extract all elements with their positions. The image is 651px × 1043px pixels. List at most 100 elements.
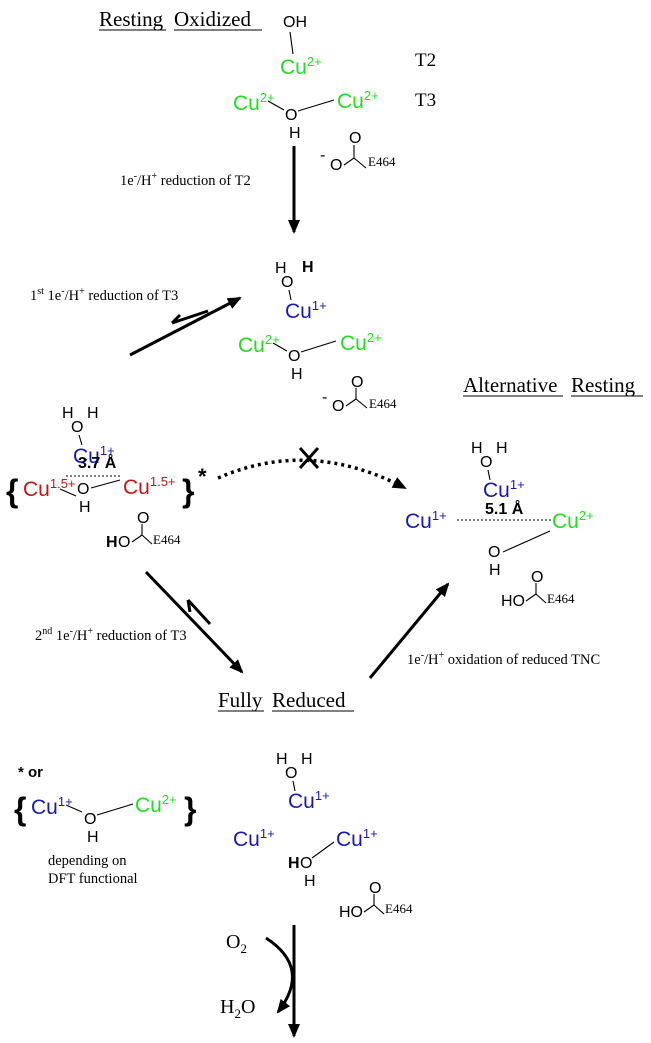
- e464-label-3: E464: [153, 532, 181, 547]
- footnote-left-brace: {: [14, 791, 26, 827]
- resting-oxidized-state: Resting Oxidized OH Cu2+ T2 Cu2+ O H Cu2…: [99, 7, 436, 174]
- footnote-copper-left: Cu1+: [31, 794, 73, 819]
- fr-water-oxygen: O: [285, 765, 297, 782]
- resting-oxidized-title-word2: Oxidized: [174, 7, 251, 31]
- carboxylate-oxygen-7: O: [369, 880, 381, 897]
- right-brace: }: [182, 473, 194, 509]
- step2-reverse-arrow: [171, 309, 209, 325]
- protonated-carboxylate-o: O: [118, 534, 130, 551]
- footnote-marker: * or: [18, 764, 43, 781]
- carboxylate-charge-2: -: [322, 389, 327, 406]
- fr-t3-copper-right: Cu1+: [336, 826, 378, 851]
- mv-bridging-oxygen: O: [77, 481, 89, 498]
- mv-water-h1: H: [62, 405, 74, 422]
- t2-label: T2: [415, 50, 436, 71]
- e464-label-2: E464: [369, 396, 397, 411]
- protonated-carboxylate-h: H: [106, 534, 118, 551]
- t3-copper-left-2: Cu2+: [238, 332, 280, 357]
- alt-cu-cu-distance: 5.1 Å: [485, 499, 524, 518]
- mv-t3-copper-left: Cu1.5+: [23, 476, 76, 501]
- carboxylate-oxygen-1: O: [330, 157, 342, 174]
- footnote-right-brace: }: [184, 791, 196, 827]
- water-h2-bold: H: [302, 259, 314, 276]
- footnote-alternative-state: * or { Cu1+ O H Cu2+ } depending on DFT …: [14, 764, 196, 887]
- fr-carboxylate-ho: HO: [339, 904, 363, 921]
- alternative-resting-state: Alternative Resting H H O Cu1+ Cu1+ 5.1 …: [405, 373, 643, 610]
- footnote-copper-right: Cu2+: [135, 792, 177, 817]
- footnote-line1: depending on: [48, 853, 127, 869]
- carboxylate-oxygen-5: O: [137, 510, 149, 527]
- t2-oh-label: OH: [283, 14, 307, 31]
- t3-label: T3: [415, 90, 436, 111]
- alt-carboxylate-ho: HO: [501, 593, 525, 610]
- alt-hydroxide-oxygen: O: [488, 544, 500, 561]
- fr-water-h2: H: [301, 751, 313, 768]
- footnote-line2: DFT functional: [48, 871, 138, 887]
- alt-hydroxide-hydrogen: H: [489, 562, 501, 579]
- step2-forward-arrow: [129, 296, 242, 357]
- step2-label: 1st 1e-/H+ reduction of T3: [30, 286, 178, 304]
- h2o-label: H2O: [220, 996, 255, 1021]
- e464-label-4: E464: [547, 591, 575, 606]
- t3-copper-left: Cu2+: [233, 90, 275, 115]
- carboxylate-charge: -: [320, 147, 325, 164]
- carboxylate-oxygen-2: O: [349, 130, 361, 147]
- mv-t2-copper: Cu1+: [73, 443, 115, 468]
- footnote-bridging-oxygen: O: [84, 811, 96, 828]
- fr-t2-copper: Cu1+: [288, 788, 330, 813]
- mv-water-oxygen: O: [71, 419, 83, 436]
- water-h1: H: [275, 260, 287, 277]
- fully-reduced-state: Fully Reduced H H O Cu1+ Cu1+ Cu1+ H O H…: [218, 688, 413, 921]
- alt-water-h1: H: [471, 440, 483, 457]
- step3-reverse-arrow: [186, 598, 212, 626]
- step4-arrow: [368, 582, 450, 679]
- alt-t3-copper-left: Cu1+: [405, 508, 447, 533]
- t2-copper: Cu2+: [280, 54, 322, 79]
- alternative-resting-title-word1: Alternative: [463, 373, 557, 397]
- blocked-transition-arrow: [217, 458, 407, 490]
- fr-water-h1: H: [276, 751, 288, 768]
- t3-bridging-oxygen: O: [285, 107, 297, 124]
- mv-water-h2: H: [87, 405, 99, 422]
- left-brace: {: [6, 473, 18, 509]
- t3-bridging-oxygen-2: O: [288, 348, 300, 365]
- fr-t3-copper-left: Cu1+: [233, 826, 275, 851]
- step4-label: 1e-/H+ oxidation of reduced TNC: [407, 650, 600, 668]
- e464-label-1: E464: [368, 154, 396, 169]
- mv-cu-cu-distance: 3.7 Å: [78, 453, 117, 472]
- mv-t3-copper-right: Cu1.5+: [123, 474, 176, 499]
- fully-reduced-title-word1: Fully: [218, 688, 263, 712]
- fully-reduced-title-word2: Reduced: [272, 688, 346, 712]
- alt-water-oxygen: O: [480, 454, 492, 471]
- t3-copper-right-2: Cu2+: [340, 330, 382, 355]
- carboxylate-oxygen-3: O: [332, 398, 344, 415]
- step3-forward-arrow: [144, 570, 244, 674]
- t2-copper-reduced: Cu1+: [285, 298, 327, 323]
- fr-water2-h2: H: [304, 873, 316, 890]
- mv-bridging-hydrogen: H: [79, 499, 91, 516]
- alt-water-h2: H: [496, 440, 508, 457]
- alternative-resting-title-word2: Resting: [571, 373, 636, 397]
- o2-label: O2: [226, 931, 247, 956]
- mv-asterisk: *: [198, 464, 207, 489]
- carboxylate-oxygen-4: O: [351, 374, 363, 391]
- t3-copper-right: Cu2+: [337, 88, 379, 113]
- cross-mark-2: [298, 446, 320, 470]
- mixed-valence-state: H H O Cu1+ { Cu1.5+ 3.7 Å O H Cu1.5+ } *…: [6, 405, 207, 551]
- o2-in-h2o-out-curve: [265, 936, 294, 1014]
- t3-bridging-hydrogen: H: [289, 125, 301, 142]
- fr-water2-oxygen: O: [300, 855, 312, 872]
- step3-label: 2nd 1e-/H+ reduction of T3: [35, 626, 187, 644]
- alt-t3-copper-right: Cu2+: [552, 508, 594, 533]
- resting-oxidized-title-word1: Resting: [99, 7, 164, 31]
- fr-water2-h-bold: H: [288, 855, 300, 872]
- alt-t2-copper: Cu1+: [483, 477, 525, 502]
- step1-label: 1e-/H+ reduction of T2: [120, 171, 251, 189]
- t3-bridging-hydrogen-2: H: [291, 366, 303, 383]
- footnote-bridging-hydrogen: H: [87, 829, 99, 846]
- water-oxygen: O: [281, 274, 293, 291]
- e464-label-5: E464: [385, 901, 413, 916]
- t2-reduced-state: H H O Cu1+ Cu2+ O H Cu2+ - O O E464: [238, 259, 397, 415]
- carboxylate-oxygen-6: O: [531, 569, 543, 586]
